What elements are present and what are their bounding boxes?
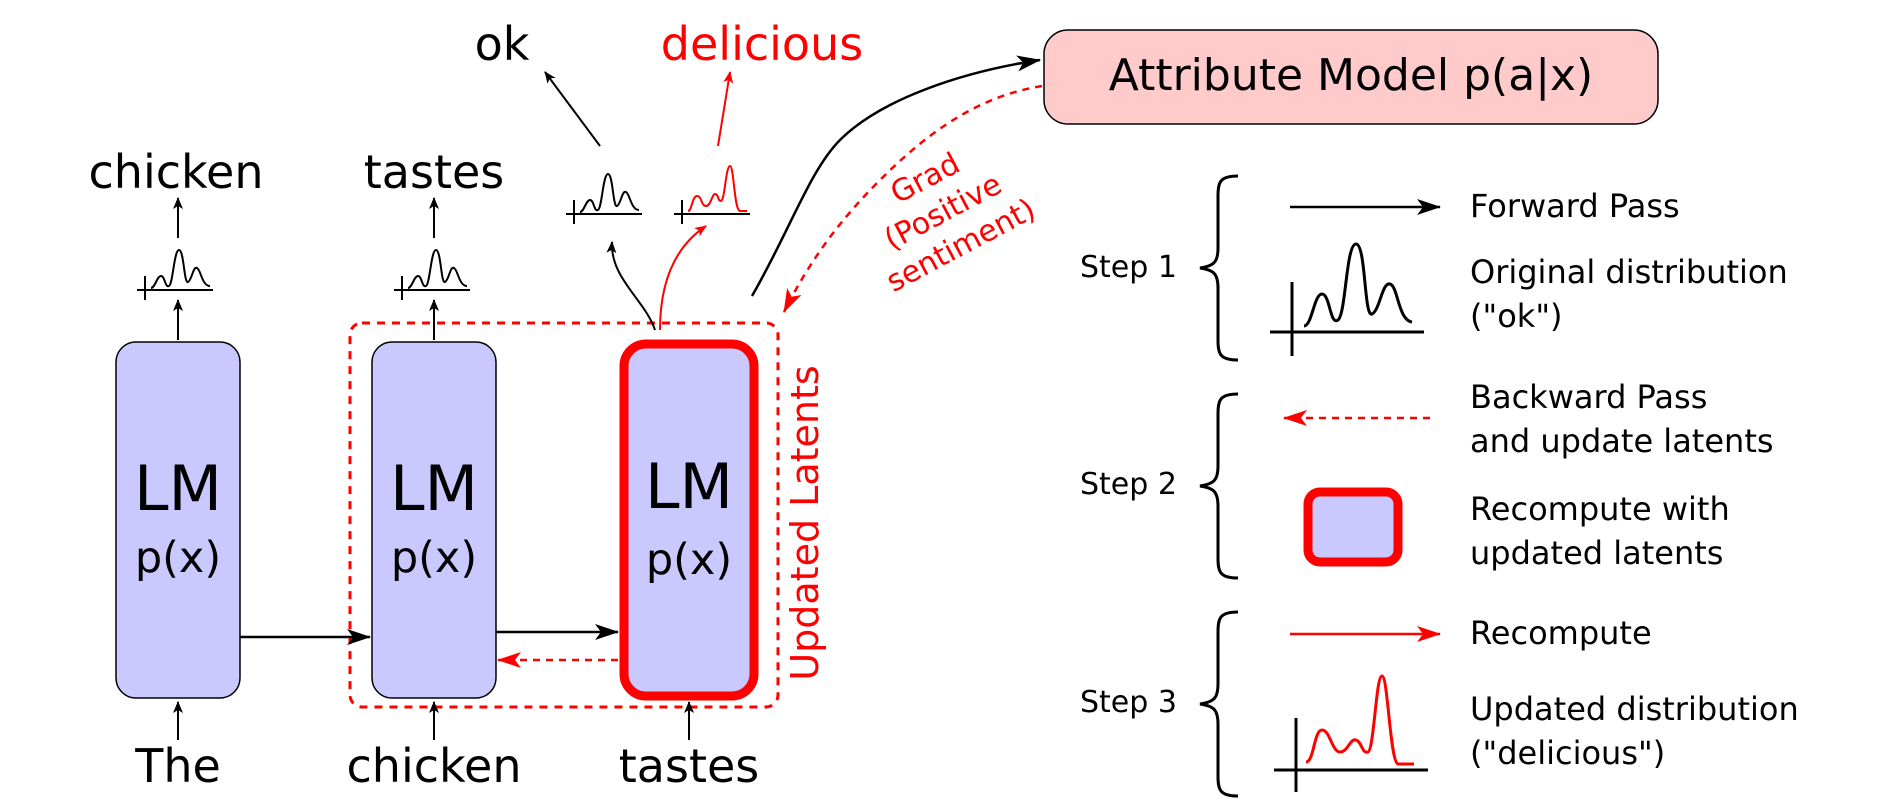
legend-original-text-1: Original distribution — [1470, 253, 1788, 291]
distribution-icon-2 — [393, 249, 471, 301]
lm-block-3-subtitle: p(x) — [646, 535, 732, 585]
step2-label: Step 2 — [1080, 467, 1177, 502]
legend-recompute-box-icon — [1303, 487, 1403, 567]
lm-block-1: LM p(x) — [115, 341, 241, 699]
updated-output-arrow — [659, 225, 707, 331]
output-word-1: chicken — [89, 145, 264, 199]
legend-forward-text: Forward Pass — [1470, 187, 1680, 225]
output-word-2: tastes — [364, 145, 505, 199]
lm-block-1-title: LM — [134, 452, 222, 525]
lm-block-1-subtitle: p(x) — [135, 533, 221, 583]
grad-label: Grad (Positive sentiment) — [879, 146, 1042, 299]
legend-updated-text-1: Updated distribution — [1470, 690, 1799, 728]
step1-brace — [1199, 174, 1239, 362]
legend-original-distribution-icon — [1270, 242, 1424, 356]
candidate-ok: ok — [475, 17, 530, 71]
lm-block-3-title: LM — [645, 450, 733, 523]
ok-arrow — [544, 71, 601, 147]
legend-updated-text-2: ("delicious") — [1470, 734, 1665, 772]
legend-recompute-latents-text-1: Recompute with — [1470, 490, 1730, 528]
legend-recompute-text: Recompute — [1470, 614, 1652, 652]
legend-recompute-latents-text-2: updated latents — [1470, 534, 1723, 572]
attribute-model-box: Attribute Model p(a|x) — [1043, 29, 1659, 125]
step3-brace — [1199, 610, 1239, 798]
delicious-arrow — [717, 71, 734, 147]
legend-backward-text-1: Backward Pass — [1470, 378, 1707, 416]
step2-brace — [1199, 392, 1239, 580]
updated-latents-label: Updated Latents — [783, 365, 827, 680]
attribute-model-label: Attribute Model p(a|x) — [1109, 50, 1593, 101]
legend-backward-text-2: and update latents — [1470, 422, 1774, 460]
updated-distribution-icon — [673, 165, 751, 225]
original-distribution-icon — [565, 173, 643, 225]
input-word-2: chicken — [347, 739, 522, 793]
gradient-arrow — [782, 84, 1043, 313]
lm-block-3-updated: LM p(x) — [619, 339, 759, 701]
input-word-1: The — [134, 739, 221, 793]
to-attribute-model-arrow — [750, 55, 1041, 297]
step1-label: Step 1 — [1080, 250, 1177, 285]
input-word-3: tastes — [619, 739, 760, 793]
original-output-arrow — [606, 241, 656, 331]
legend-original-text-2: ("ok") — [1470, 297, 1563, 335]
lm-block-2: LM p(x) — [371, 341, 497, 699]
lm-block-2-subtitle: p(x) — [391, 533, 477, 583]
distribution-icon-1 — [136, 249, 214, 301]
step3-label: Step 3 — [1080, 685, 1177, 720]
lm-block-2-title: LM — [390, 452, 478, 525]
updated-latents-region — [348, 321, 780, 709]
candidate-delicious: delicious — [661, 17, 863, 71]
legend-updated-distribution-icon — [1274, 674, 1428, 792]
